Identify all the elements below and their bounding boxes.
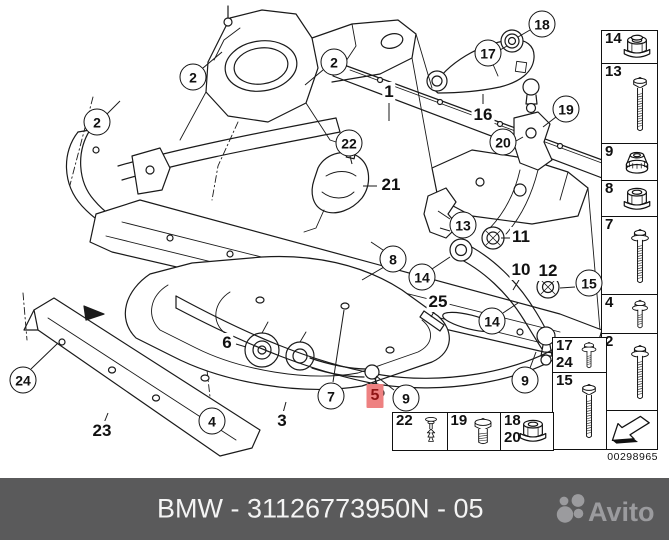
fastener-box-13: 13: [601, 63, 658, 145]
fastener-box-number: 8: [605, 180, 614, 197]
flange-nut-icon: [620, 184, 654, 213]
callout-7: 7: [317, 382, 345, 410]
callout-11: 11: [510, 227, 532, 247]
flange-bolt-long-icon: [626, 220, 654, 292]
hex-bolt-stub-icon: [468, 416, 498, 447]
hex-bolt-long-icon: [626, 67, 654, 141]
callout-5: 5: [366, 384, 384, 408]
fastener-box-number: 9: [605, 143, 614, 160]
flange-bolt-long-icon: [626, 337, 654, 408]
fastener-box-2: 2: [601, 333, 658, 412]
fastener-box-number: 14: [605, 30, 622, 47]
callout-2: 2: [320, 48, 348, 76]
callout-1: 1: [382, 82, 396, 102]
callout-25: 25: [426, 292, 450, 312]
callout-15: 15: [575, 269, 603, 297]
fastener-box-7: 7: [601, 216, 658, 296]
callout-18: 18: [528, 10, 556, 38]
fastener-box-number: 22: [396, 412, 413, 429]
fastener-box-19: 19: [446, 412, 502, 451]
callout-9: 9: [392, 384, 420, 412]
callout-22: 22: [335, 129, 363, 157]
callout-2: 2: [83, 108, 111, 136]
hex-bolt-long-icon: [575, 376, 603, 446]
collar-nut-icon: [620, 148, 654, 177]
fastener-box-number: 13: [605, 63, 622, 80]
fastener-box-number: 7: [605, 216, 614, 233]
callout-16: 16: [471, 105, 495, 125]
fastener-box-15: 15: [552, 372, 607, 450]
flange-bolt-short-icon: [575, 340, 603, 370]
fastener-box-8: 8: [601, 180, 658, 218]
fastener-box-number: 2: [605, 333, 614, 350]
expansion-rivet-icon: [418, 416, 444, 447]
revision-text: N - 05: [410, 493, 484, 524]
callout-17: 17: [474, 39, 502, 67]
fastener-box-number: 19: [450, 412, 468, 429]
callout-3: 3: [275, 411, 289, 431]
fastener-box-22: 22: [392, 412, 448, 451]
callout-14: 14: [408, 263, 436, 291]
avito-logo-icon: Avito: [556, 494, 655, 527]
fastener-box-number: 4: [605, 294, 614, 311]
callout-9: 9: [511, 366, 539, 394]
callout-23: 23: [90, 421, 114, 441]
part-number-text: BMW - 31126773950: [157, 493, 411, 524]
fastener-box-number: 15: [556, 372, 573, 389]
flange-nut-icon: [516, 417, 550, 446]
axle-diagram-artwork: [22, 5, 625, 457]
callout-4: 4: [198, 407, 226, 435]
callout-20: 20: [489, 128, 517, 156]
fastener-box-9: 9: [601, 143, 658, 182]
avito-watermark: Avito: [555, 491, 659, 527]
direction-arrow-icon: [607, 414, 653, 446]
diagram-plate-number: 00298965: [607, 451, 658, 463]
callout-8: 8: [379, 245, 407, 273]
callout-10: 10: [509, 260, 533, 280]
footer-bar: BMW - 31126773950 N - 05 Avito: [0, 478, 669, 540]
callout-19: 19: [552, 95, 580, 123]
fastener-box-legend-arrow: [601, 410, 658, 450]
callout-13: 13: [449, 211, 477, 239]
fastener-box-14: 14: [601, 30, 658, 65]
flange-bolt-short-icon: [626, 298, 654, 331]
callout-6: 6: [220, 333, 234, 353]
flange-lock-nut-icon: [620, 33, 654, 62]
svg-text:Avito: Avito: [588, 497, 655, 527]
callout-21: 21: [379, 175, 403, 195]
callout-12: 12: [536, 261, 560, 281]
fastener-box-4: 4: [601, 294, 658, 335]
callout-14: 14: [478, 307, 506, 335]
callout-24: 24: [9, 366, 37, 394]
callout-2: 2: [179, 63, 207, 91]
